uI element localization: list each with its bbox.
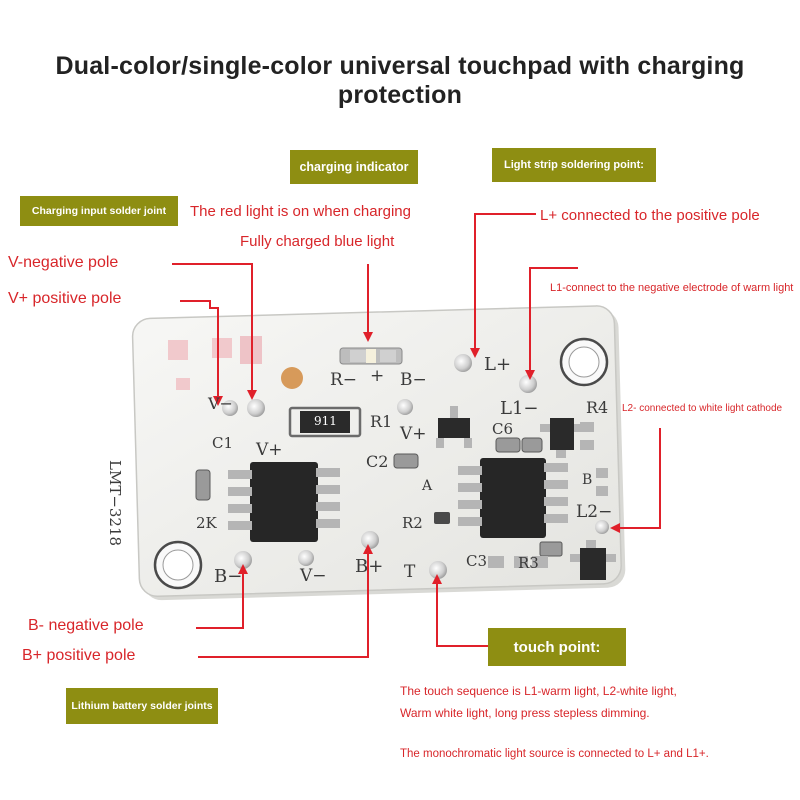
board-label-c3: C3 bbox=[466, 552, 488, 570]
solder-pads bbox=[222, 354, 609, 579]
caption-v-negative: V-negative pole bbox=[8, 254, 119, 271]
board-label-2k: 2K bbox=[196, 514, 217, 532]
copper-dot bbox=[281, 367, 303, 389]
board-label-911: 911 bbox=[314, 414, 337, 428]
leader-l2 bbox=[618, 428, 661, 529]
board-label-b-minus-top: B− bbox=[400, 370, 427, 390]
mounting-hole-right bbox=[559, 337, 609, 387]
board-label-b: B bbox=[582, 472, 593, 488]
board-label-v-minus-bottom: V− bbox=[300, 566, 327, 586]
board-label-c2: C2 bbox=[366, 452, 389, 471]
board-label-v-minus: V− bbox=[208, 394, 233, 413]
led-indicator bbox=[339, 347, 403, 365]
label-charging-indicator: charging indicator bbox=[290, 150, 418, 184]
label-lithium-battery: Lithium battery solder joints bbox=[66, 688, 218, 724]
board-label-r2: R2 bbox=[402, 514, 423, 532]
board-label-b-plus: B+ bbox=[355, 556, 384, 577]
resistor-911 bbox=[288, 406, 362, 438]
caption-red-light: The red light is on when charging bbox=[190, 203, 411, 220]
transistor-middle bbox=[436, 406, 472, 448]
caption-l2: L2- connected to white light cathode bbox=[622, 403, 783, 414]
board-label-r1: R1 bbox=[370, 412, 393, 431]
board-label-l2: L2− bbox=[576, 502, 613, 522]
caption-l-plus: L+ connected to the positive pole bbox=[540, 207, 760, 224]
ic-chip-left bbox=[228, 462, 340, 542]
transistor-right-top bbox=[540, 418, 584, 458]
mounting-hole-left bbox=[153, 540, 203, 590]
caption-l1: L1-connect to the negative electrode of … bbox=[550, 282, 794, 294]
leader-l1 bbox=[529, 267, 578, 372]
caption-touch-sequence-line1: The touch sequence is L1-warm light, L2-… bbox=[400, 684, 677, 698]
board-label-l1: L1− bbox=[500, 398, 539, 419]
leader-arrowheads bbox=[213, 332, 620, 584]
board-label-c1: C1 bbox=[212, 434, 234, 452]
label-charging-input: Charging input solder joint bbox=[20, 196, 178, 226]
board-label-l-plus: L+ bbox=[484, 354, 512, 375]
ic-chip-right bbox=[458, 458, 568, 538]
caption-monochromatic: The monochromatic light source is connec… bbox=[400, 748, 709, 760]
board-label-r3: R3 bbox=[518, 554, 539, 572]
board-label-t: T bbox=[404, 562, 416, 582]
caption-blue-light: Fully charged blue light bbox=[240, 233, 395, 250]
leader-l-plus bbox=[474, 213, 536, 350]
smd-components bbox=[195, 422, 608, 568]
board-label-r-minus: R− bbox=[330, 370, 358, 390]
board-label-v-plus-left: V+ bbox=[256, 440, 283, 460]
transistor-right-bottom bbox=[570, 540, 616, 580]
leader-touch-point bbox=[436, 582, 488, 647]
caption-touch-sequence-line2: Warm white light, long press stepless di… bbox=[400, 706, 650, 720]
board-label-lmt: LMT−3218 bbox=[106, 460, 124, 547]
board-label-c6: C6 bbox=[492, 420, 514, 438]
board-label-v-plus-mid: V+ bbox=[400, 424, 427, 444]
leader-b-negative bbox=[196, 572, 244, 629]
caption-b-positive: B+ positive pole bbox=[22, 647, 136, 664]
leader-v-negative bbox=[172, 263, 253, 392]
board-label-r4: R4 bbox=[586, 398, 609, 417]
leader-b-positive bbox=[198, 552, 369, 658]
leader-lines bbox=[172, 213, 661, 658]
board-label-b-minus: B− bbox=[214, 566, 243, 587]
page-title: Dual-color/single-color universal touchp… bbox=[55, 52, 745, 109]
board-label-plus: + bbox=[370, 366, 385, 386]
caption-b-negative: B- negative pole bbox=[28, 617, 144, 634]
board-label-a: A bbox=[422, 478, 433, 494]
label-light-strip: Light strip soldering point: bbox=[492, 148, 656, 182]
caption-v-positive: V+ positive pole bbox=[8, 290, 122, 307]
leader-v-positive bbox=[180, 300, 219, 398]
label-touch-point: touch point: bbox=[488, 628, 626, 666]
